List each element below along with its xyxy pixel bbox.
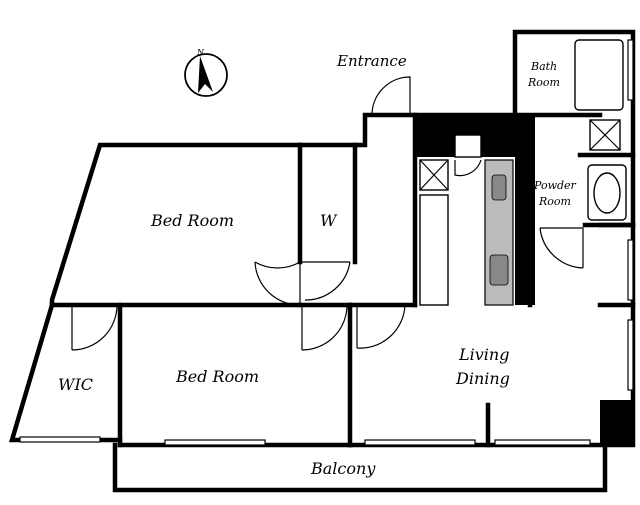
door-swing	[71, 304, 118, 351]
wic-label: WIC	[58, 375, 93, 394]
bathtub	[574, 39, 624, 111]
window	[59, 231, 73, 271]
powder-label-line1: Powder	[533, 179, 577, 192]
wic-outer-wall	[8, 302, 123, 443]
entrance-label: Entrance	[336, 52, 407, 70]
door-swing	[254, 261, 301, 306]
cabinet	[454, 134, 482, 158]
counter	[419, 194, 449, 306]
bedroom-lower-label: Bed Room	[175, 367, 259, 386]
room-labels: Entrance Bath Room Powder Room Bed Room …	[58, 52, 577, 478]
door-swing	[454, 159, 482, 177]
washer-area	[589, 119, 621, 151]
interior-walls	[49, 112, 636, 448]
compass: N	[184, 48, 228, 97]
bedroom-upper-outer-wall	[49, 142, 303, 308]
bath-label-line2: Room	[527, 76, 560, 89]
door-swing	[302, 261, 351, 301]
living-label-line2: Dining	[455, 369, 510, 388]
window	[164, 439, 266, 446]
bath-outer-wall	[512, 29, 636, 228]
sink	[491, 174, 507, 201]
window	[627, 39, 634, 101]
compass-letter: N	[196, 48, 205, 57]
window	[494, 439, 591, 446]
window	[627, 319, 634, 391]
window	[364, 439, 476, 446]
stove	[489, 254, 509, 286]
column-block-3	[600, 400, 633, 445]
door-swing	[539, 227, 584, 269]
column-block-2	[515, 115, 535, 305]
bath-label-line1: Bath	[530, 60, 557, 73]
windows	[19, 39, 634, 446]
balcony-wall	[112, 442, 608, 493]
door-swing	[254, 261, 301, 269]
balcony-label: Balcony	[310, 459, 376, 478]
entrance-door	[371, 76, 411, 116]
bedroom-upper-label: Bed Room	[150, 211, 234, 230]
window	[627, 239, 634, 301]
window	[19, 436, 101, 443]
closet-label: W	[320, 211, 338, 230]
kitchen	[419, 134, 514, 306]
bath-fixtures	[574, 39, 627, 221]
north-arrow-icon	[198, 56, 213, 93]
fridge	[419, 159, 449, 191]
door-swing	[356, 304, 406, 349]
living-label-line1: Living	[458, 345, 509, 364]
door-swing	[371, 76, 411, 116]
door-swing	[301, 304, 348, 351]
toilet-bowl	[593, 172, 621, 214]
exterior-walls	[8, 29, 636, 493]
interior-doors	[71, 159, 584, 351]
powder-label-line2: Room	[538, 195, 571, 208]
